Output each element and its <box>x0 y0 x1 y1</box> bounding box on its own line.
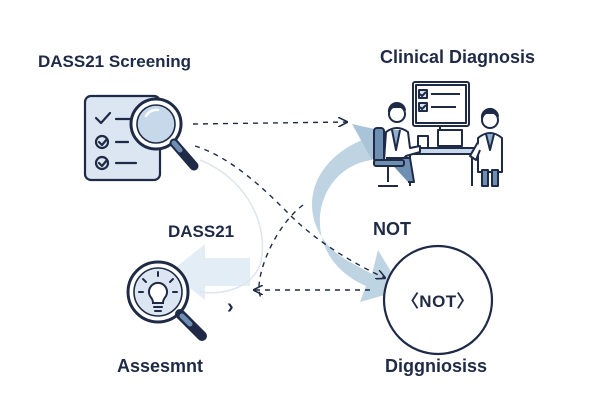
assessment-label: Assesmnt <box>117 356 204 376</box>
not-badge-text: 〈NOT〉 <box>401 292 475 311</box>
lightbulb-magnifier-icon <box>126 260 207 341</box>
chevron-right-icon: › <box>227 296 234 318</box>
clinicians-at-workstation-icon <box>373 81 503 187</box>
dass21-screening-label: DASS21 Screening <box>38 52 192 71</box>
faint-left-arrow <box>170 244 250 300</box>
not-label: NOT <box>373 219 411 239</box>
dass21-label: DASS21 <box>168 222 235 241</box>
not-badge-icon <box>382 244 494 356</box>
clinical-diagnosis-label: Clinical Diagnosis <box>380 47 536 67</box>
diagnosis-label: Diggniosiss <box>385 356 488 376</box>
thin-curve-line <box>199 159 264 294</box>
checklist-magnifier-icon <box>83 94 199 182</box>
dashed-connectors <box>192 122 385 301</box>
